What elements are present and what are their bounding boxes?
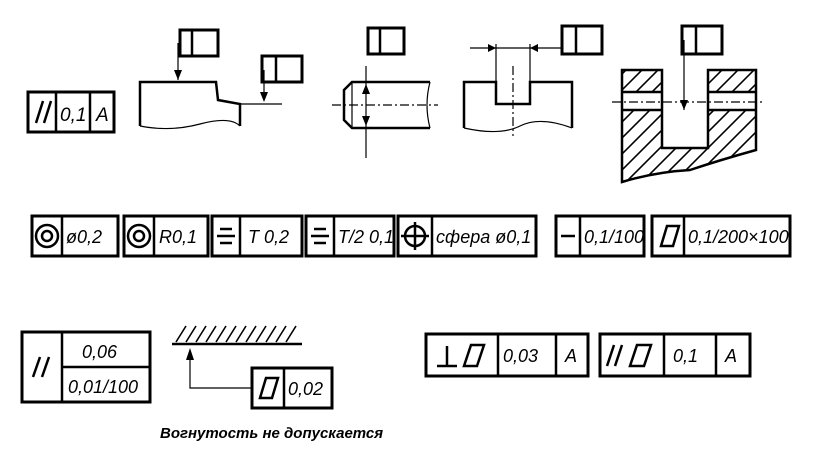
position-icon — [401, 222, 429, 250]
tolerance-value: T/2 0,1 — [338, 227, 394, 247]
flatness-icon — [628, 343, 653, 368]
datum-letter: A — [724, 346, 737, 366]
frame-circularity: R0,1 — [122, 214, 210, 258]
perpendicularity-icon — [437, 346, 457, 368]
frame-flatness: 0,1/200×100 — [650, 214, 792, 258]
tolerance-value: 0,1/100 — [584, 227, 644, 247]
frame-concentricity: ø0,2 — [30, 214, 120, 258]
arrow-head — [174, 70, 182, 80]
surface-hatch — [175, 325, 297, 343]
parallelism-icon — [31, 356, 51, 378]
flatness-surface-annotation: 0,02 Вогнутость не допускается — [160, 325, 383, 442]
symmetry-icon — [217, 227, 235, 245]
caption: Вогнутость не допускается — [160, 425, 383, 442]
concentricity-icon — [34, 223, 60, 249]
flatness-icon — [659, 224, 681, 248]
frame-position: сфера ø0,1 — [396, 214, 538, 258]
frame-parallelism-datum: 0,1 A — [26, 90, 116, 134]
sketch-shaft — [332, 26, 438, 158]
parallelism-icon — [34, 100, 53, 124]
tolerance-value-top: 0,06 — [82, 342, 118, 362]
tolerance-value: 0,03 — [503, 346, 538, 366]
sketch-stepped-block — [138, 28, 304, 130]
parallelism-icon — [605, 344, 624, 367]
tolerance-value-bottom: 0,01/100 — [68, 377, 138, 397]
tolerance-value: R0,1 — [159, 227, 197, 247]
tolerance-value: T 0,2 — [248, 227, 289, 247]
frame-straightness: 0,1/100 — [554, 214, 646, 258]
frame-perpendicularity: 0,03 A — [424, 332, 590, 378]
flatness-icon — [462, 343, 486, 368]
tolerance-value: 0,02 — [288, 379, 323, 399]
frame-parallelism-flatness: 0,1 A — [598, 332, 752, 378]
frame-symmetry: T 0,2 — [210, 214, 304, 258]
tolerance-value: 0,1 — [60, 105, 86, 126]
frame-parallelism-stacked: 0,06 0,01/100 — [20, 330, 152, 404]
frame-symmetry-half: T/2 0,1 — [304, 214, 396, 258]
symmetry-icon — [311, 227, 329, 245]
tolerance-value: ø0,2 — [66, 227, 102, 247]
sketch-slot — [462, 24, 604, 136]
datum-letter: A — [95, 105, 109, 126]
sketch-hatched-section — [612, 24, 764, 184]
tolerance-value: сфера ø0,1 — [436, 227, 531, 247]
circularity-icon — [126, 223, 152, 249]
datum-letter: A — [564, 346, 577, 366]
tolerance-value: 0,1/200×100 — [688, 227, 789, 247]
flatness-icon — [258, 376, 280, 400]
tolerance-value: 0,1 — [673, 346, 698, 366]
